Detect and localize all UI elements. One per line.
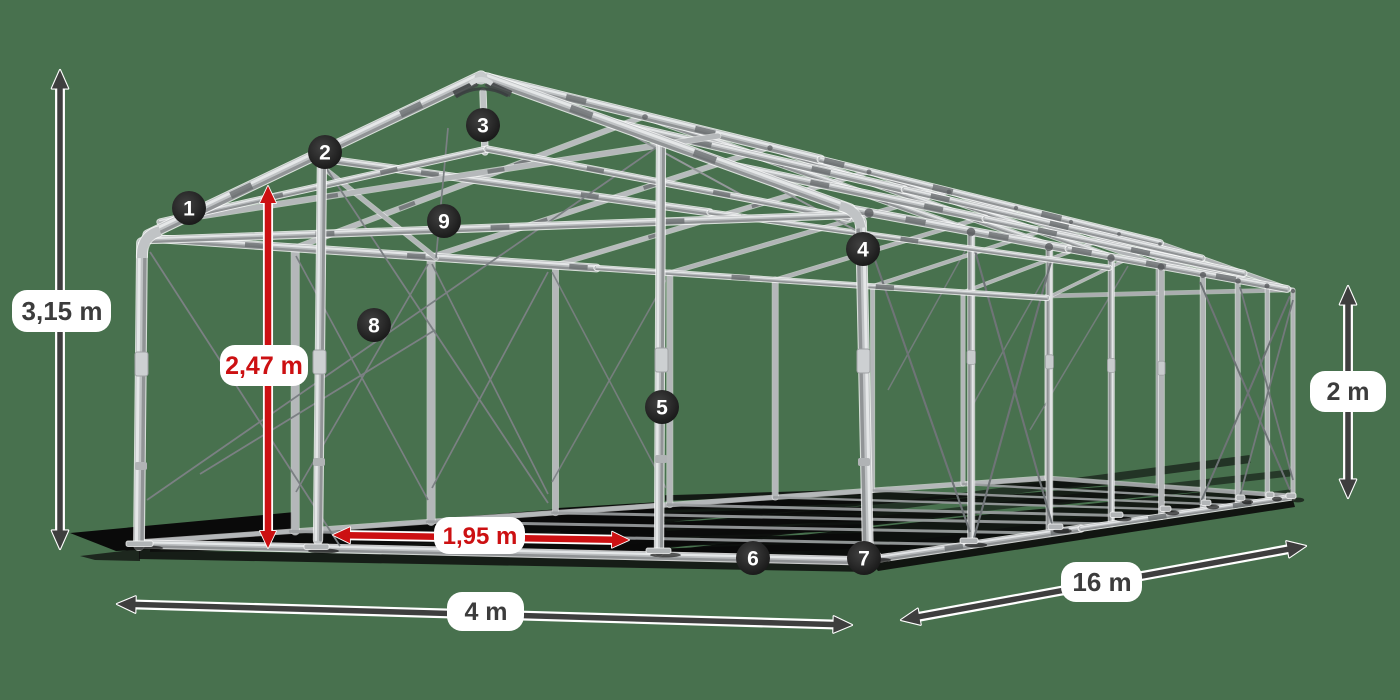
svg-text:5: 5 bbox=[656, 397, 668, 420]
svg-text:16 m: 16 m bbox=[1072, 567, 1131, 597]
svg-text:3: 3 bbox=[477, 115, 489, 138]
svg-text:9: 9 bbox=[438, 211, 450, 234]
svg-text:6: 6 bbox=[747, 548, 759, 571]
svg-text:8: 8 bbox=[368, 315, 380, 338]
svg-text:3,15 m: 3,15 m bbox=[22, 296, 103, 326]
svg-text:4 m: 4 m bbox=[464, 598, 507, 626]
svg-text:2 m: 2 m bbox=[1326, 378, 1369, 406]
svg-text:2,47 m: 2,47 m bbox=[225, 352, 303, 380]
svg-text:7: 7 bbox=[858, 548, 870, 571]
svg-text:2: 2 bbox=[319, 142, 331, 165]
svg-text:4: 4 bbox=[857, 239, 869, 262]
svg-text:1: 1 bbox=[183, 198, 195, 221]
svg-text:1,95 m: 1,95 m bbox=[443, 523, 518, 550]
